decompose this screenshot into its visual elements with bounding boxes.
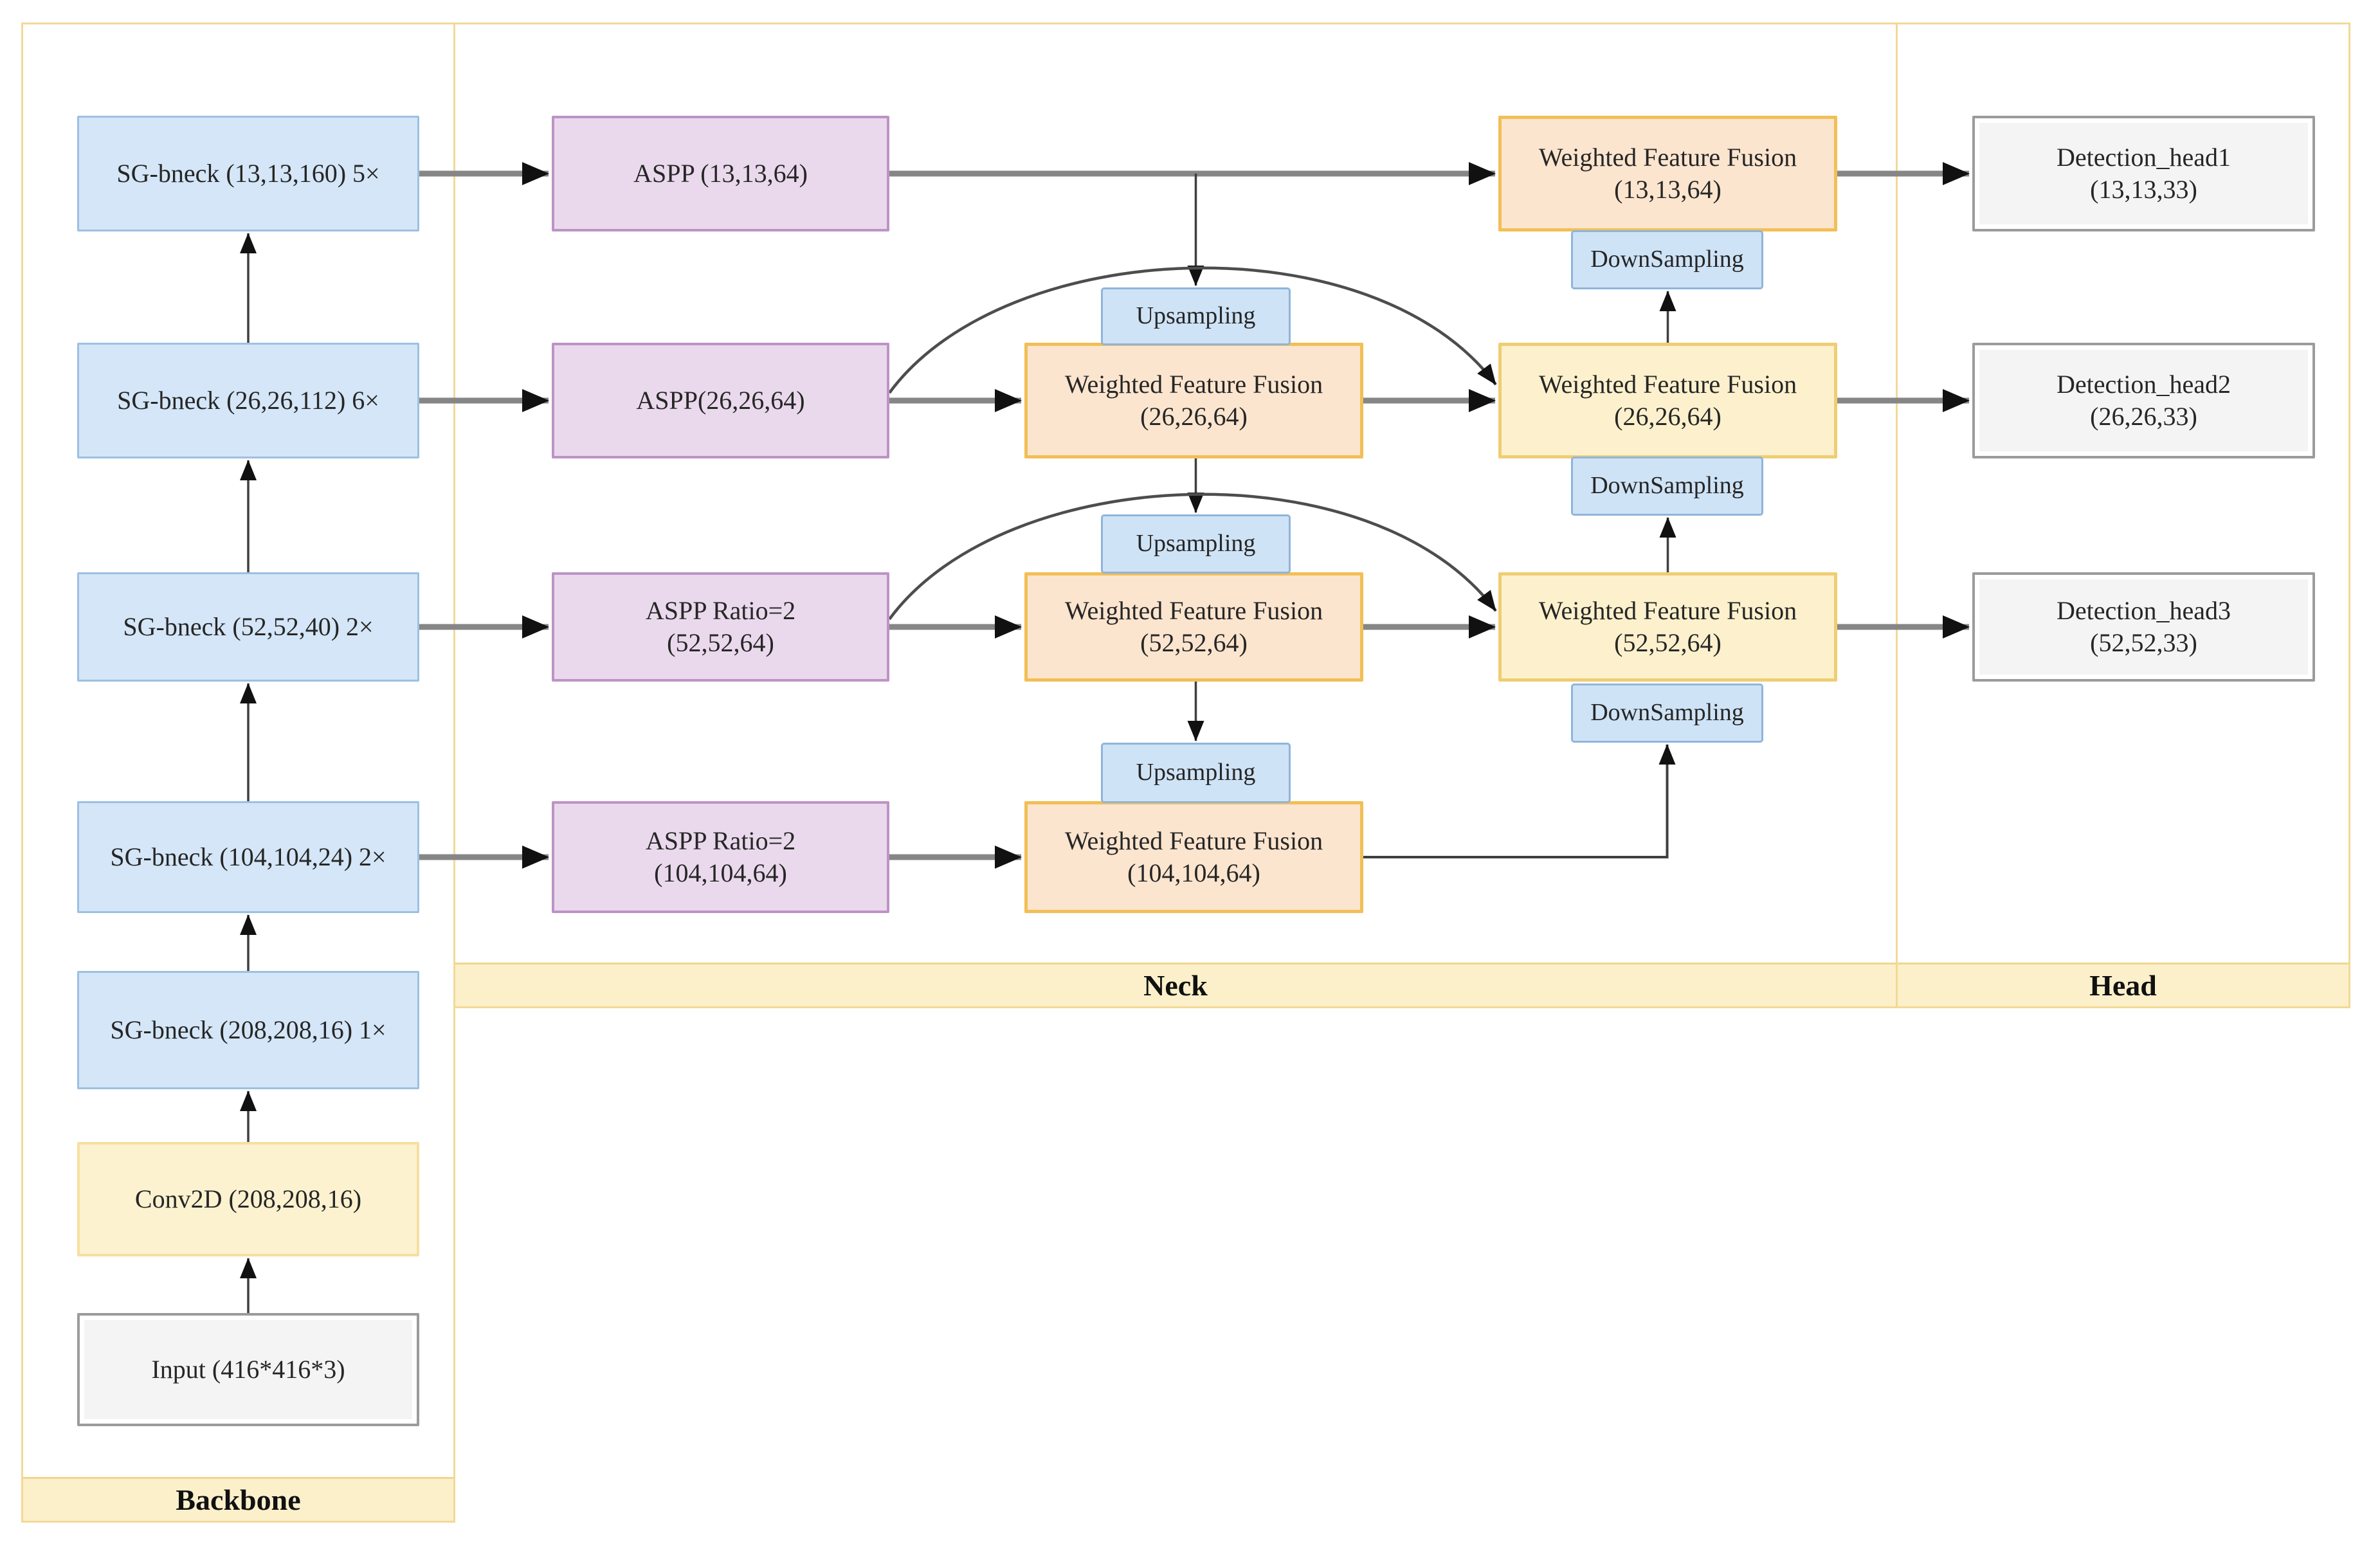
node-up2: Upsampling xyxy=(1101,514,1291,574)
neck-band: Neck xyxy=(455,963,1896,1006)
node-wffr13-line: Weighted Feature Fusion xyxy=(1538,143,1797,172)
node-ds1: DownSampling xyxy=(1571,230,1763,289)
region-neck: Neck xyxy=(453,23,1898,1008)
node-wffm26-line: Weighted Feature Fusion xyxy=(1064,370,1323,399)
node-wffm52: Weighted Feature Fusion (52,52,64) xyxy=(1024,572,1363,682)
node-aspp52: ASPP Ratio=2 (52,52,64) xyxy=(552,572,889,682)
node-aspp104: ASPP Ratio=2 (104,104,64) xyxy=(552,801,889,913)
node-aspp13-line: ASPP (13,13,64) xyxy=(633,159,808,188)
node-sg208-line: SG-bneck (208,208,16) 1× xyxy=(110,1015,386,1044)
node-up1-line: Upsampling xyxy=(1136,302,1256,330)
node-head3-line: Detection_head3 xyxy=(2057,596,2231,625)
node-aspp26: ASPP(26,26,64) xyxy=(552,343,889,458)
head-label: Head xyxy=(2089,969,2157,1002)
node-sg52: SG-bneck (52,52,40) 2× xyxy=(77,572,419,682)
node-aspp104-line: ASPP Ratio=2 xyxy=(645,826,796,855)
node-aspp26-line: ASPP(26,26,64) xyxy=(636,386,805,415)
node-up2-line: Upsampling xyxy=(1136,530,1256,557)
node-wffr52-line: Weighted Feature Fusion xyxy=(1538,596,1797,625)
node-input: Input (416*416*3) xyxy=(77,1313,419,1426)
node-conv-line: Conv2D (208,208,16) xyxy=(134,1184,362,1213)
node-input-line: Input (416*416*3) xyxy=(151,1355,345,1384)
node-wffm26-line: (26,26,64) xyxy=(1140,402,1248,431)
node-wffr26-line: (26,26,64) xyxy=(1614,402,1721,431)
edge-wffm104-ds3 xyxy=(1363,744,1676,858)
neck-label: Neck xyxy=(1143,969,1208,1002)
node-wffm104: Weighted Feature Fusion (104,104,64) xyxy=(1024,801,1363,913)
node-ds2-line: DownSampling xyxy=(1590,472,1744,500)
node-wffm52-line: (52,52,64) xyxy=(1140,628,1248,657)
node-conv: Conv2D (208,208,16) xyxy=(77,1142,419,1256)
node-up1: Upsampling xyxy=(1101,287,1291,345)
node-head3-line: (52,52,33) xyxy=(2090,628,2197,657)
node-wffr13-line: (13,13,64) xyxy=(1614,175,1721,204)
node-wffm26: Weighted Feature Fusion (26,26,64) xyxy=(1024,343,1363,458)
node-wffm104-line: Weighted Feature Fusion xyxy=(1064,826,1323,855)
backbone-label: Backbone xyxy=(176,1483,301,1516)
node-head2: Detection_head2 (26,26,33) xyxy=(1972,343,2315,458)
node-head2-line: (26,26,33) xyxy=(2090,402,2197,431)
region-head: Head xyxy=(1896,23,2350,1008)
node-up3: Upsampling xyxy=(1101,743,1291,803)
node-sg52-line: SG-bneck (52,52,40) 2× xyxy=(123,612,374,641)
node-wffm104-line: (104,104,64) xyxy=(1127,858,1260,887)
node-ds2: DownSampling xyxy=(1571,457,1763,516)
node-aspp52-line: ASPP Ratio=2 xyxy=(645,596,796,625)
node-sg13-line: SG-bneck (13,13,160) 5× xyxy=(116,159,380,188)
node-sg208: SG-bneck (208,208,16) 1× xyxy=(77,971,419,1089)
node-aspp104-line: (104,104,64) xyxy=(654,858,787,887)
node-wffr52: Weighted Feature Fusion (52,52,64) xyxy=(1498,572,1837,682)
node-ds3: DownSampling xyxy=(1571,684,1763,743)
node-wffr13: Weighted Feature Fusion (13,13,64) xyxy=(1498,116,1837,231)
node-head1: Detection_head1 (13,13,33) xyxy=(1972,116,2315,231)
node-sg26: SG-bneck (26,26,112) 6× xyxy=(77,343,419,458)
node-sg104: SG-bneck (104,104,24) 2× xyxy=(77,801,419,913)
node-sg13: SG-bneck (13,13,160) 5× xyxy=(77,116,419,231)
node-wffr52-line: (52,52,64) xyxy=(1614,628,1721,657)
node-head3: Detection_head3 (52,52,33) xyxy=(1972,572,2315,682)
node-up3-line: Upsampling xyxy=(1136,759,1256,786)
node-aspp52-line: (52,52,64) xyxy=(667,628,774,657)
node-head2-line: Detection_head2 xyxy=(2057,370,2231,399)
node-ds3-line: DownSampling xyxy=(1590,699,1744,727)
edge-aspp26-wffr26 xyxy=(888,266,1497,394)
head-band: Head xyxy=(1898,963,2348,1006)
node-wffr26-line: Weighted Feature Fusion xyxy=(1538,370,1797,399)
node-head1-line: Detection_head1 xyxy=(2057,143,2231,172)
node-aspp13: ASPP (13,13,64) xyxy=(552,116,889,231)
edge-aspp52-wffr52 xyxy=(888,493,1497,621)
node-ds1-line: DownSampling xyxy=(1590,246,1744,273)
backbone-band: Backbone xyxy=(23,1477,453,1521)
node-wffm52-line: Weighted Feature Fusion xyxy=(1064,596,1323,625)
node-sg104-line: SG-bneck (104,104,24) 2× xyxy=(110,842,386,871)
node-wffr26: Weighted Feature Fusion (26,26,64) xyxy=(1498,343,1837,458)
node-sg26-line: SG-bneck (26,26,112) 6× xyxy=(117,386,379,415)
node-head1-line: (13,13,33) xyxy=(2090,175,2197,204)
